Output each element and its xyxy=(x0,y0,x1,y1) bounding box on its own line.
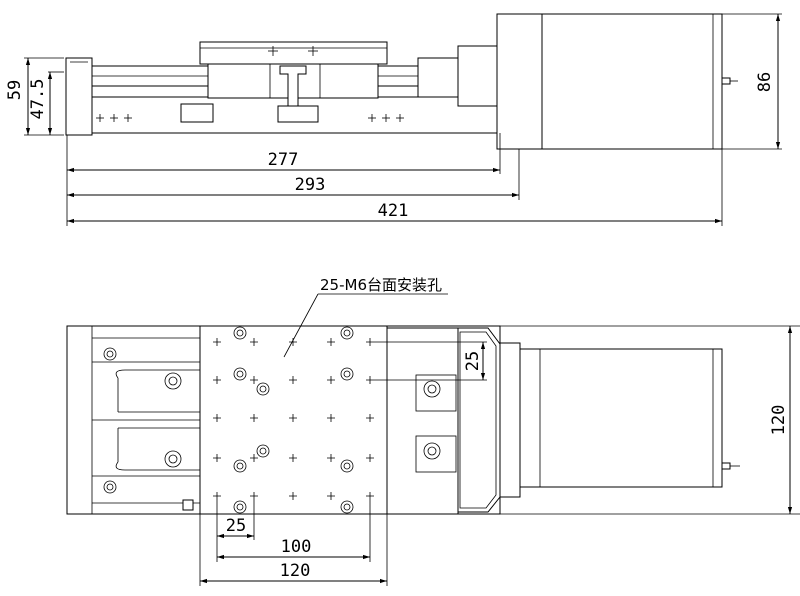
side-view: 59 47.5 86 277 293 421 xyxy=(5,13,782,226)
dim-293-label: 293 xyxy=(295,175,326,195)
dim-421-label: 421 xyxy=(378,201,409,221)
table-counterbore-holes xyxy=(233,326,354,514)
side-motor-flange xyxy=(457,45,499,107)
table-m6-hole-grid xyxy=(213,338,374,500)
side-base-holes xyxy=(96,114,404,122)
dim-120-vertical-label: 120 xyxy=(769,405,789,436)
dim-25-horizontal-label: 25 xyxy=(226,516,246,536)
side-coupling-housing xyxy=(417,57,459,98)
top-carriage-table xyxy=(199,325,388,515)
top-motor-body xyxy=(519,348,723,488)
dim-100-label: 100 xyxy=(281,537,312,557)
dim-47-5-label: 47.5 xyxy=(28,79,48,120)
callout-m6-holes: 25-M6台面安装孔 xyxy=(320,276,442,294)
side-table-holes xyxy=(268,46,318,56)
dim-120-horizontal-label: 120 xyxy=(280,561,311,581)
dim-59-label: 59 xyxy=(5,80,25,100)
top-view: 25-M6台面安装孔 25 120 25 100 120 xyxy=(66,276,800,586)
dim-86-label: 86 xyxy=(755,72,775,92)
top-coupling-bracket xyxy=(386,327,459,515)
side-motor-body xyxy=(541,13,723,150)
side-left-end-cap xyxy=(65,57,93,136)
side-motor-front xyxy=(496,13,543,150)
side-carriage-table xyxy=(199,41,388,65)
dim-277-label: 277 xyxy=(268,150,299,170)
dim-25-vertical-label: 25 xyxy=(463,351,483,371)
